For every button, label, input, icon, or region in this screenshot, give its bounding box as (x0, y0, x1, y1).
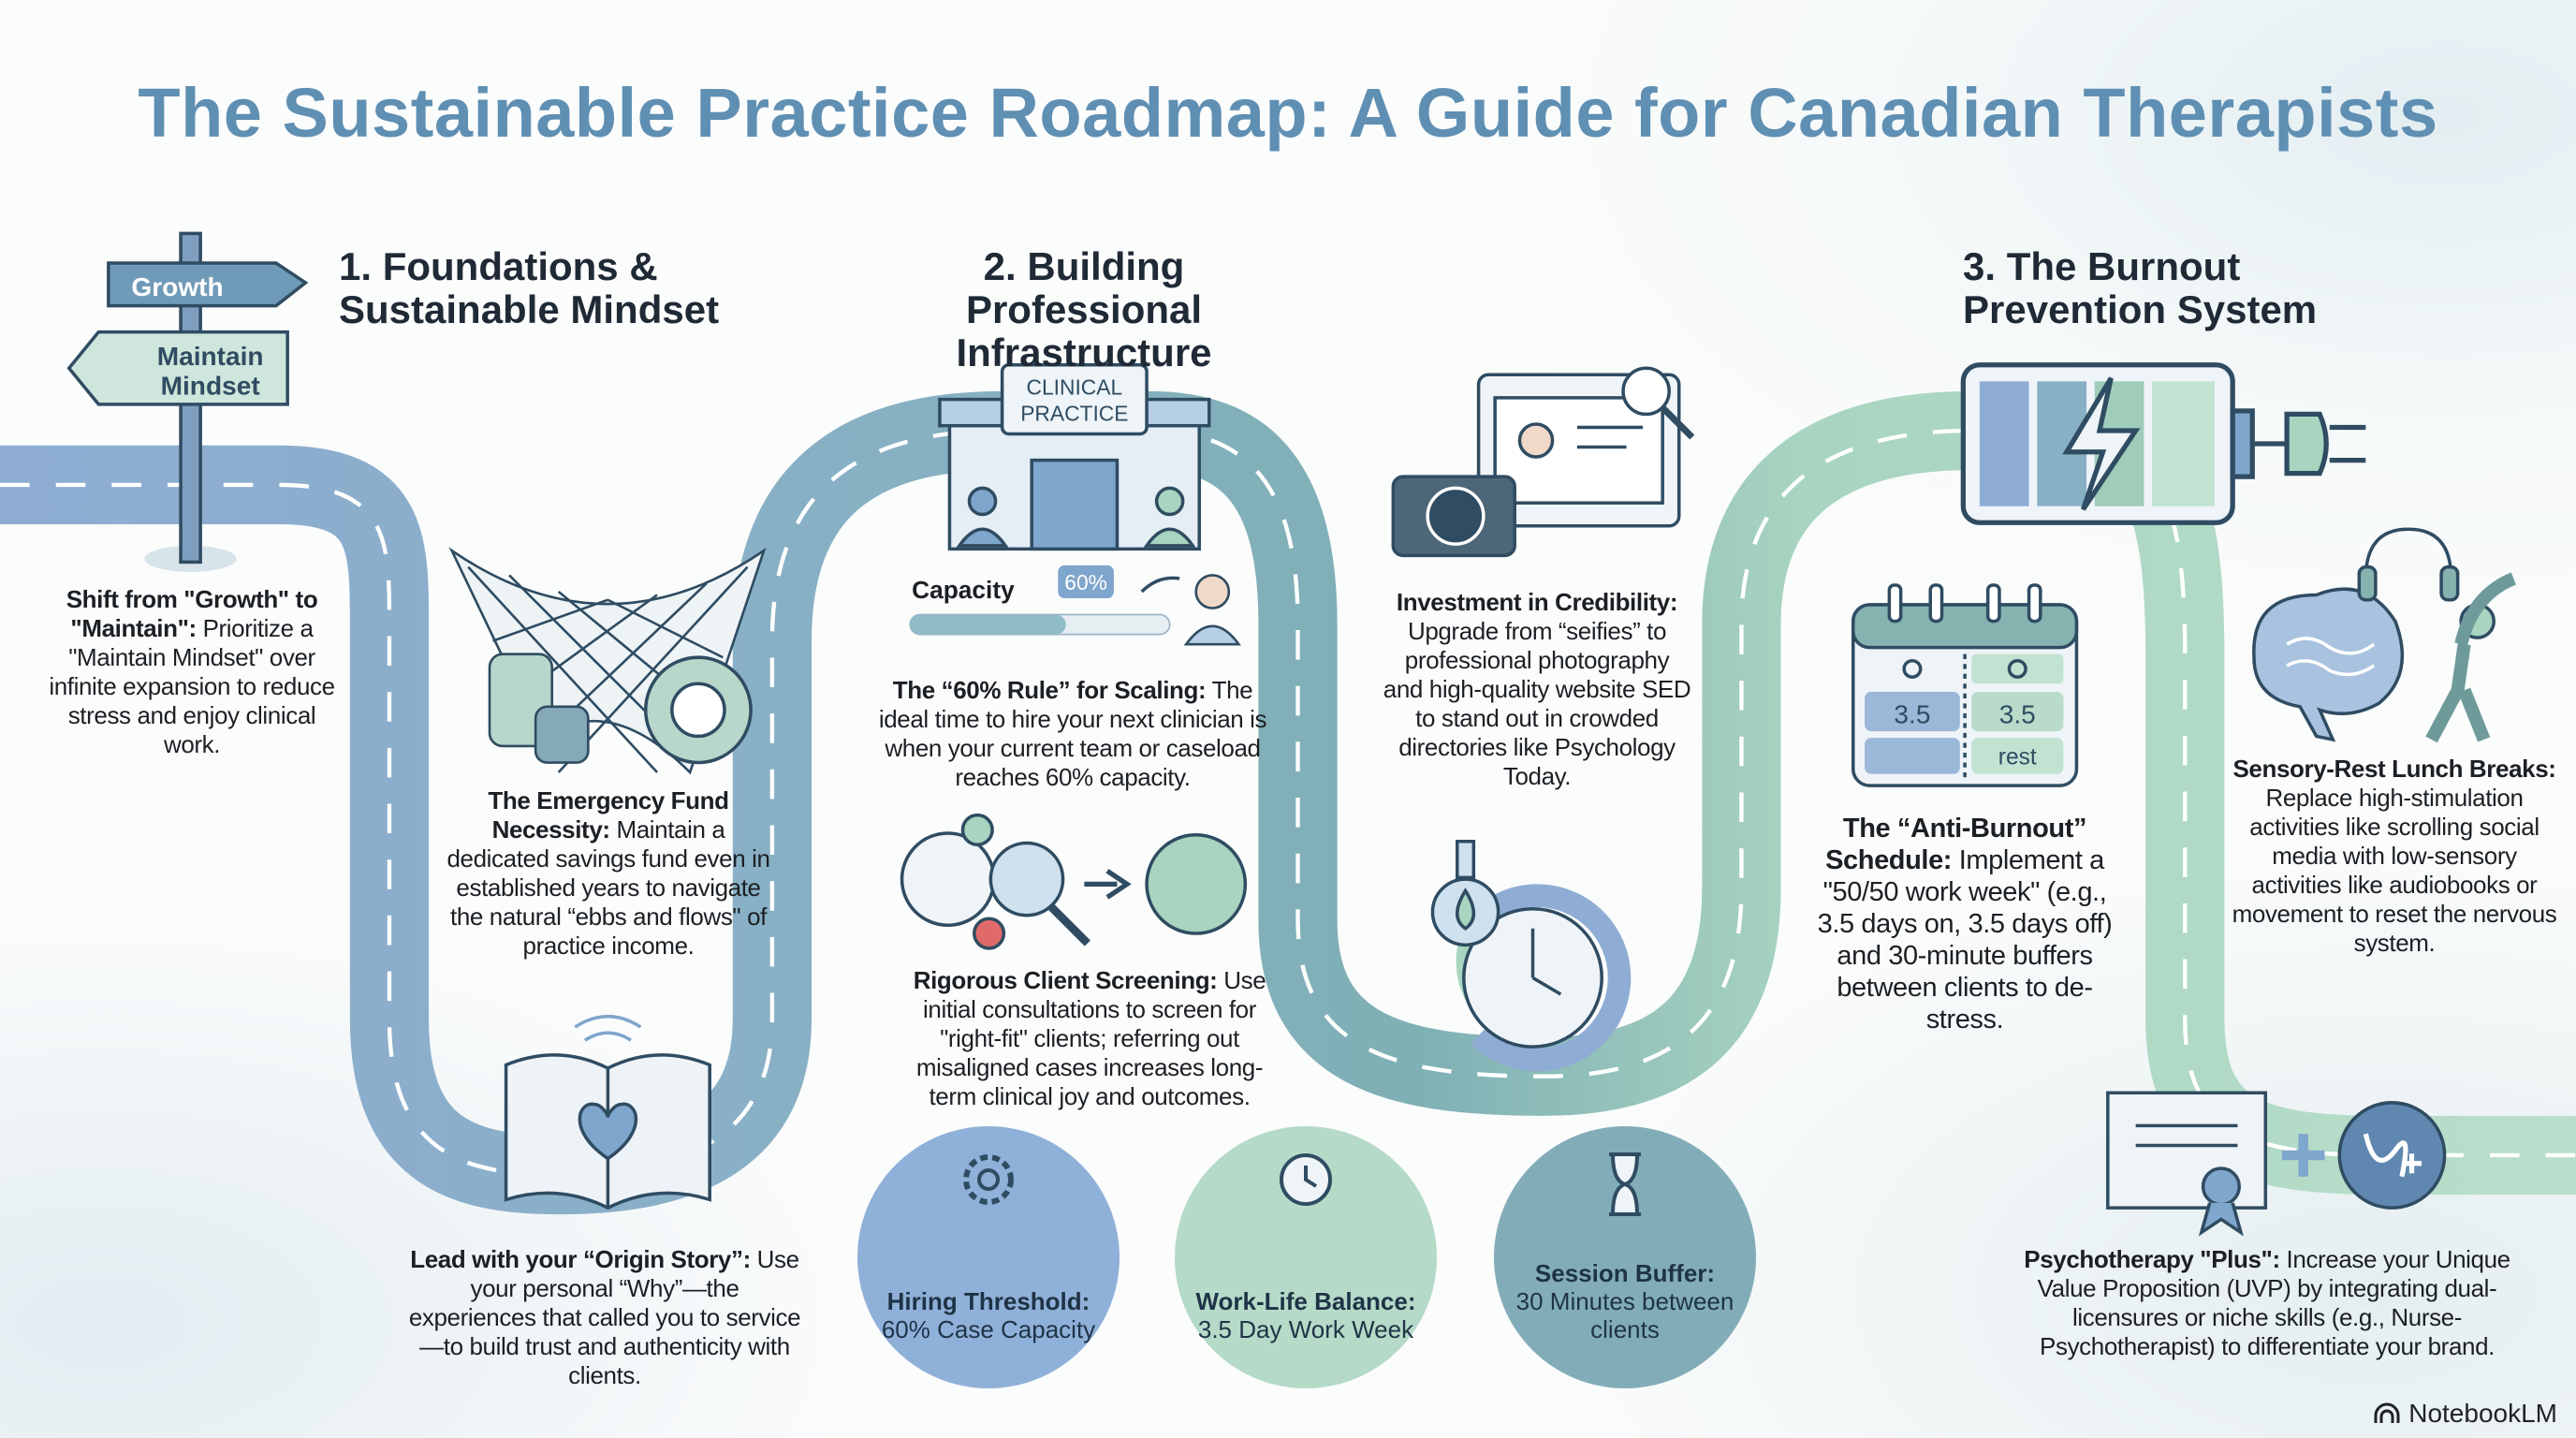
calendar-rest-days: 3.5 (1999, 699, 2036, 728)
sign-mindset: Mindset (161, 371, 260, 400)
item-text: The ideal time to hire your next clinici… (878, 676, 1267, 791)
item-title: Lead with your “Origin Story”: (410, 1245, 751, 1273)
clock-icon (1280, 1153, 1332, 1206)
road (0, 390, 2576, 1215)
sign-growth: Growth (131, 272, 223, 301)
item-60-percent-rule: The “60% Rule” for Scaling: The ideal ti… (871, 676, 1274, 792)
item-title: The “60% Rule” for Scaling: (892, 676, 1207, 704)
item-text: Use your personal “Why”—the experiences … (408, 1245, 801, 1389)
item-title: The Emergency Fund Necessity: (488, 786, 729, 844)
brain-icon (2252, 587, 2405, 742)
lifebuoy-icon (644, 655, 753, 765)
building-sign-line1: CLINICAL (1027, 374, 1123, 399)
item-psychotherapy-plus: Psychotherapy "Plus": Increase your Uniq… (2024, 1245, 2510, 1361)
stat-title: Hiring Threshold: (886, 1287, 1090, 1315)
stat-session-buffer: Session Buffer:30 Minutes between client… (1494, 1126, 1756, 1388)
stopwatch-cycle-icon (1430, 840, 1632, 1072)
item-title: Shift from "Growth" to "Maintain": (66, 585, 318, 642)
camera-monitor-icon (1391, 366, 1695, 558)
item-text: Maintain a dedicated savings fund even i… (446, 815, 770, 960)
building-sign-line2: PRACTICE (1020, 401, 1128, 425)
capacity-meter: Capacity 60% (909, 565, 1241, 646)
clinical-practice-building-icon: CLINICAL PRACTICE (938, 363, 1211, 551)
item-title: Sensory-Rest Lunch Breaks: (2232, 755, 2556, 783)
item-text: Implement a "50/50 work week" (e.g., 3.5… (1817, 845, 2113, 1034)
item-text: Prioritize a "Maintain Mindset" over inf… (49, 614, 335, 758)
item-title: The “Anti-Burnout” Schedule: (1825, 814, 2087, 875)
section-3-heading-line2: Prevention System (1963, 287, 2318, 331)
section-1-heading-line1: 1. Foundations & (339, 244, 658, 288)
item-title: Investment in Credibility: (1396, 588, 1678, 616)
battery-charging-icon (1960, 362, 2255, 525)
section-1-heading: 1. Foundations & Sustainable Mindset (339, 245, 719, 331)
power-plug-icon (2252, 411, 2366, 477)
item-shift-mindset: Shift from "Growth" to "Maintain": Prior… (42, 585, 342, 759)
item-text: Replace high-stimulation activities like… (2232, 784, 2557, 957)
section-3-heading-line1: 3. The Burnout (1963, 244, 2241, 288)
item-text: Increase your Unique Value Proposition (… (2037, 1245, 2510, 1360)
calendar-work-days: 3.5 (1894, 699, 1930, 728)
section-2-heading: 2. Building Professional Infrastructure (869, 245, 1299, 374)
item-emergency-fund: The Emergency Fund Necessity: Maintain a… (440, 786, 777, 961)
section-2-heading-line2: Infrastructure (956, 330, 1212, 374)
client-screening-icon (900, 813, 1248, 950)
hourglass-icon (1609, 1152, 1641, 1216)
section-1-heading-line2: Sustainable Mindset (339, 287, 720, 331)
brand-label: NotebookLM (2408, 1399, 2557, 1428)
stat-hiring-threshold: Hiring Threshold:60% Case Capacity (857, 1126, 1120, 1388)
calendar-icon: 3.5 3.5 rest (1851, 583, 2079, 787)
stat-work-life-balance: Work-Life Balance:3.5 Day Work Week (1175, 1126, 1437, 1388)
section-2-heading-line1: 2. Building Professional (965, 244, 1203, 331)
psychology-plus-badge-icon (2337, 1101, 2447, 1210)
plus-icon (2281, 1134, 2325, 1177)
stat-text: 60% Case Capacity (881, 1315, 1096, 1343)
item-credibility: Investment in Credibility: Upgrade from … (1383, 588, 1691, 791)
notebooklm-logo-icon (2374, 1402, 2400, 1423)
open-book-heart-icon (504, 1015, 711, 1211)
item-anti-burnout-schedule: The “Anti-Burnout” Schedule: Implement a… (1806, 813, 2124, 1035)
stat-title: Session Buffer: (1534, 1259, 1716, 1287)
stat-text: 30 Minutes between clients (1515, 1287, 1734, 1343)
coins-icon (488, 653, 590, 764)
capacity-label: Capacity (912, 576, 1015, 604)
notebooklm-brand: NotebookLM (2373, 1399, 2557, 1429)
item-client-screening: Rigorous Client Screening: Use initial c… (893, 966, 1286, 1111)
item-text: Upgrade from “seifies” to professional p… (1383, 617, 1691, 790)
clinician-avatar-icon (1183, 574, 1241, 646)
capacity-fill (910, 614, 1066, 635)
sign-maintain: Maintain (157, 342, 264, 371)
item-origin-story: Lead with your “Origin Story”: Use your … (408, 1245, 801, 1390)
item-title: Psychotherapy "Plus": (2024, 1245, 2280, 1273)
calendar-rest-label: rest (1998, 744, 2037, 770)
headphones-icon (2357, 527, 2460, 602)
stat-text: 3.5 Day Work Week (1197, 1315, 1414, 1343)
certificate-icon (2106, 1091, 2268, 1237)
item-sensory-rest: Sensory-Rest Lunch Breaks: Replace high-… (2231, 755, 2558, 958)
page-title: The Sustainable Practice Roadmap: A Guid… (138, 74, 2438, 152)
stretching-person-icon (2425, 572, 2517, 743)
item-title: Rigorous Client Screening: (913, 966, 1218, 994)
gear-cycle-icon (963, 1154, 1014, 1205)
section-3-heading: 3. The Burnout Prevention System (1963, 245, 2317, 331)
capacity-value: 60% (1064, 570, 1107, 594)
item-text: Use initial consultations to screen for … (915, 966, 1266, 1110)
stat-title: Work-Life Balance: (1195, 1287, 1416, 1315)
signpost-icon: Growth Maintain Mindset (66, 231, 309, 572)
